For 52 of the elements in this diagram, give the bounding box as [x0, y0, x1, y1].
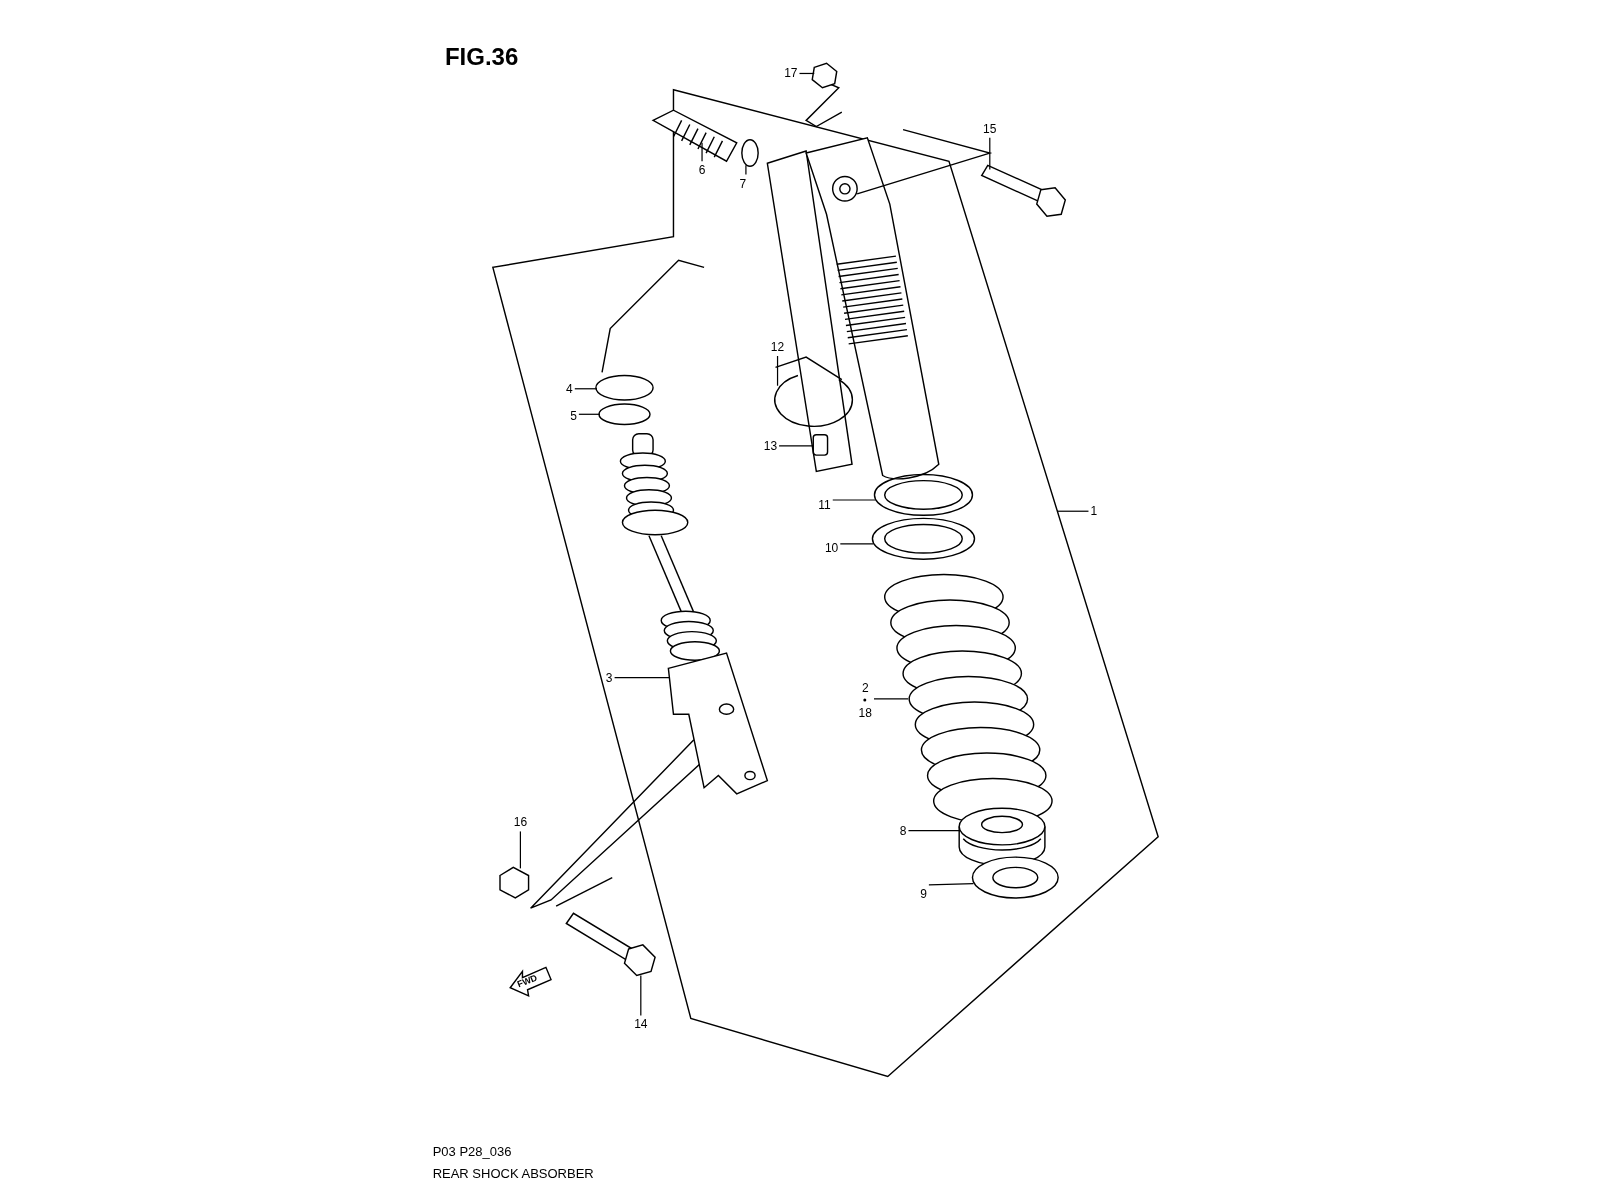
- valve-cap-drawing: [812, 433, 829, 456]
- ring-drawing: [595, 374, 654, 401]
- bolt-drawing: [980, 164, 1067, 218]
- leader-line: [873, 698, 909, 700]
- callout-number: 6: [698, 163, 706, 178]
- callout-number: 13: [763, 438, 778, 453]
- nut-drawing: [499, 866, 530, 899]
- leader-line: [776, 355, 779, 387]
- o-ring-drawing: [598, 403, 651, 426]
- leader-line: [701, 142, 703, 162]
- callout-number: 14: [634, 1017, 648, 1032]
- leader-line: [778, 445, 814, 447]
- callout-number: 1: [1090, 504, 1098, 519]
- callout-number: 2: [861, 680, 869, 695]
- lock-ring-drawing: [871, 517, 976, 560]
- callout-number: 11: [818, 498, 831, 513]
- callout-number: 10: [824, 540, 839, 555]
- callout-number: 16: [513, 815, 528, 830]
- callout-number: 7: [739, 176, 747, 191]
- callout-number: 8: [899, 823, 907, 838]
- callout-number: 17: [784, 66, 798, 81]
- leader-line: [839, 543, 875, 545]
- callout-number: 18: [858, 705, 872, 720]
- callout-number: 12: [770, 339, 785, 354]
- callout-number: 9: [920, 886, 927, 901]
- leader-line: [907, 830, 961, 832]
- leader-line: [574, 388, 598, 390]
- drawing-number: P03 P28_036: [432, 1143, 512, 1159]
- leader-line: [640, 974, 642, 1016]
- leader-line: [832, 499, 877, 501]
- leader-line: [798, 72, 815, 75]
- leader-line: [519, 830, 521, 869]
- leader-line: [1056, 510, 1090, 512]
- callout-number: 15: [983, 121, 997, 136]
- circlip-drawing: [774, 356, 854, 428]
- figure-title: FIG.36: [444, 42, 519, 71]
- leader-line: [989, 137, 991, 170]
- o-ring-drawing: [741, 139, 759, 168]
- bolt-drawing: [565, 912, 656, 977]
- leader-line: [745, 164, 747, 176]
- callout-number: 4: [566, 381, 573, 396]
- callout-number: 3: [605, 670, 613, 685]
- adjuster-drawing: [651, 109, 738, 163]
- spring-seat-drawing: [971, 856, 1059, 899]
- leader-line: [614, 676, 670, 679]
- callout-number: 5: [570, 409, 577, 424]
- nut-drawing: [811, 62, 838, 89]
- leader-line: [928, 883, 975, 886]
- leader-line: [578, 413, 601, 415]
- direction-label: FWD: [516, 972, 539, 989]
- figure-caption: REAR SHOCK ABSORBER: [432, 1166, 594, 1182]
- lock-ring-drawing: [873, 473, 974, 517]
